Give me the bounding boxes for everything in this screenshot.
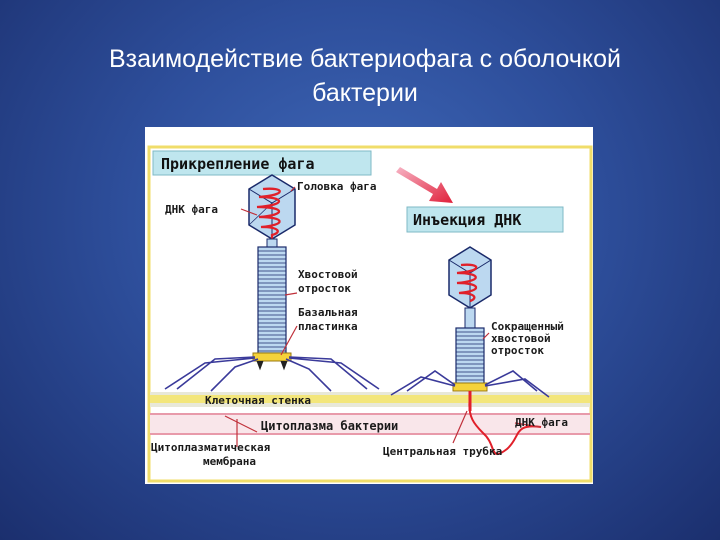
attach-header: Прикрепление фага xyxy=(161,155,315,173)
diagram-frame xyxy=(147,145,593,483)
dna-left-label: ДНК фага xyxy=(165,203,218,216)
central-tube-label: Центральная трубка xyxy=(383,445,502,458)
dna-right-label: ДНК фага xyxy=(515,416,568,429)
slide-title-line-2: бактерии xyxy=(312,79,418,107)
base-plate-label-line-2: пластинка xyxy=(298,320,358,333)
annotation-arrows xyxy=(224,186,542,447)
slide-title: Взаимодействие бактериофага с оболочкой … xyxy=(90,42,640,110)
slide-title-line-1: Взаимодействие бактериофага с оболочкой xyxy=(108,45,621,73)
cell-wall-label: Клеточная стенка xyxy=(205,394,311,407)
tail-label-line-2: отросток xyxy=(298,282,351,295)
cytoplasm-label: Цитоплазма бактерии xyxy=(261,419,398,433)
inject-header-box xyxy=(406,206,564,233)
base-plate-label-line-1: Базальная xyxy=(298,306,358,319)
contracted-tail-label-line-2: хвостовой xyxy=(491,332,551,345)
contracted-tail-label-line-1: Сокращенный xyxy=(491,320,564,333)
phage-attaching xyxy=(164,174,380,392)
membrane-label-line-1: Цитоплазматическая xyxy=(151,441,270,454)
phage-injecting xyxy=(390,246,550,456)
phage-diagram: Клеточная стенка Цитоплазма бактерии При… xyxy=(145,127,593,484)
contracted-tail-label-line-3: отросток xyxy=(491,344,544,357)
membrane-label-line-2: мембрана xyxy=(203,455,256,468)
inject-header: Инъекция ДНК xyxy=(413,211,521,229)
tail-label-line-1: Хвостовой xyxy=(298,268,358,281)
head-label: Головка фага xyxy=(297,180,376,193)
transition-arrow xyxy=(396,167,453,203)
attach-header-box xyxy=(152,150,372,176)
